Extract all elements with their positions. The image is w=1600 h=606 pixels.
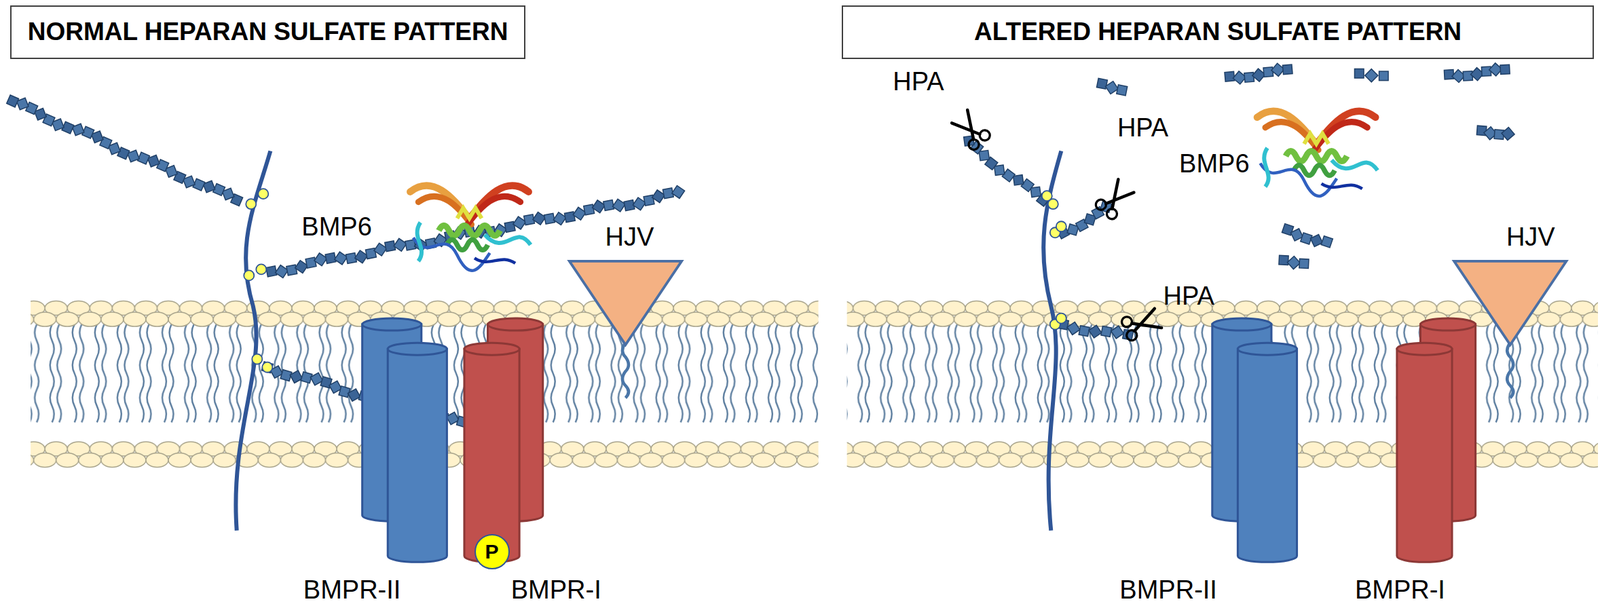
hjv-triangle (569, 261, 682, 345)
linker-bead (255, 264, 267, 275)
heparan-sulfate-fragment (1278, 255, 1309, 269)
title-box: ALTERED HEPARAN SULFATE PATTERN (841, 5, 1594, 60)
scissors-icon (1120, 306, 1163, 343)
linker-bead (1042, 190, 1053, 201)
bmp6-structure (1257, 111, 1378, 197)
receptor-label: BMPR-I (1354, 577, 1446, 603)
scissors-icon (950, 108, 992, 152)
heparan-sulfate-fragment (1354, 68, 1389, 82)
hjv-anchor (622, 342, 629, 398)
core-protein (1043, 150, 1062, 531)
receptor-label: BMPR-II (1119, 577, 1218, 603)
panel-title: ALTERED HEPARAN SULFATE PATTERN (974, 17, 1462, 47)
phosphate-circle: P (474, 534, 510, 570)
heparan-sulfate-fragment (1096, 78, 1127, 96)
scissors-icon (1093, 177, 1136, 221)
bmpr2-receptor (1237, 342, 1297, 563)
enzyme-label: HPA (1117, 114, 1169, 141)
hjv-triangle (1454, 261, 1567, 345)
heparan-sulfate-chain (6, 95, 244, 206)
coreceptor-label: HJV (605, 224, 655, 250)
linker-bead (1056, 221, 1067, 232)
heparan-sulfate-stub (963, 135, 1050, 207)
enzyme-label: HPA (1163, 283, 1215, 309)
enzyme-label: HPA (892, 68, 944, 95)
core-protein (235, 150, 271, 531)
heparan-sulfate-fragment (1443, 63, 1510, 83)
heparan-sulfate-fragment (1224, 63, 1293, 85)
bmp6-structure (410, 185, 531, 271)
hjv-anchor (1507, 342, 1514, 398)
linker-bead (262, 362, 273, 373)
heparan-sulfate-fragment (1281, 224, 1333, 248)
linker-bead (243, 270, 254, 281)
phosphate-label: P (485, 540, 499, 564)
linker-bead (257, 188, 269, 199)
ligand-label: BMP6 (1179, 150, 1250, 177)
title-box: NORMAL HEPARAN SULFATE PATTERN (10, 5, 526, 60)
bmpr1-receptor (1397, 342, 1453, 563)
linker-bead (1056, 313, 1067, 324)
ligand-label: BMP6 (301, 213, 372, 240)
heparan-sulfate-fragment (1476, 125, 1515, 140)
receptor-label: BMPR-II (303, 577, 402, 603)
panel-title: NORMAL HEPARAN SULFATE PATTERN (27, 17, 509, 47)
linker-bead (251, 354, 263, 365)
bmpr2-receptor (387, 342, 447, 563)
heparan-sulfate-stub (1056, 200, 1112, 239)
bmpr1-receptor (464, 342, 520, 563)
receptor-label: BMPR-I (511, 577, 602, 603)
linker-bead (245, 198, 256, 210)
coreceptor-label: HJV (1506, 224, 1556, 250)
